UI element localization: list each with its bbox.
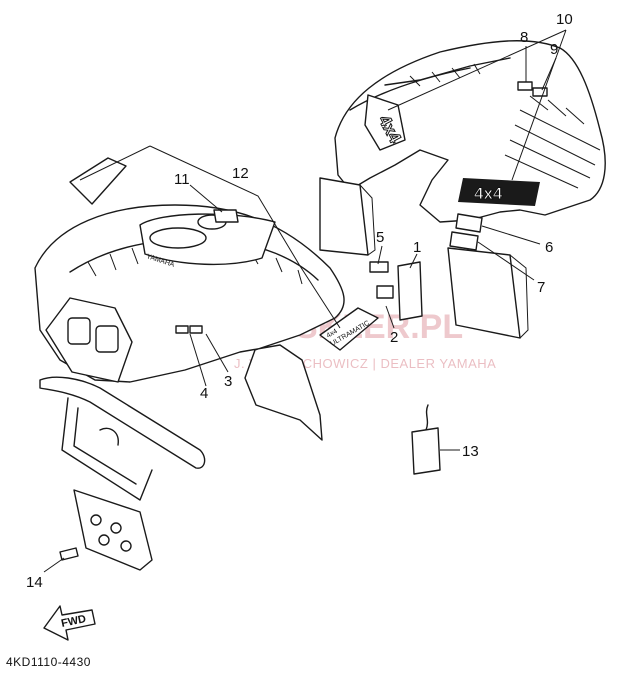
front-bumper: [39, 376, 206, 571]
rear-decal-4x4: 4x4: [474, 184, 503, 203]
front-fender: YAMAHA 4x4 ULTRAMATIC: [34, 157, 379, 441]
rear-fender: 4x4 4x4: [319, 40, 606, 339]
callout-13: 13: [462, 443, 479, 460]
callout-14: 14: [26, 574, 43, 591]
part-code: 4KD1110-4430: [6, 655, 91, 669]
front-decal-4x4: 4x4: [326, 328, 339, 340]
callout-7: 7: [537, 279, 545, 296]
callout-9: 9: [550, 41, 558, 58]
callout-2: 2: [390, 329, 398, 346]
callout-5: 5: [376, 229, 384, 246]
callout-3: 3: [224, 373, 232, 390]
callout-11: 11: [174, 171, 190, 188]
callout-12: 12: [232, 165, 249, 182]
callout-10: 10: [556, 11, 573, 28]
leader-lines: [43, 29, 567, 573]
callout-6: 6: [545, 239, 553, 256]
fwd-label: FWD: [60, 613, 87, 630]
callout-4: 4: [200, 385, 208, 402]
callout-1: 1: [413, 239, 421, 256]
callouts: 1 2 3 4 5 6 7 8 9 10 11 12 13 14: [26, 11, 573, 591]
callout-8: 8: [520, 29, 528, 46]
fwd-arrow-icon: FWD: [43, 605, 96, 641]
